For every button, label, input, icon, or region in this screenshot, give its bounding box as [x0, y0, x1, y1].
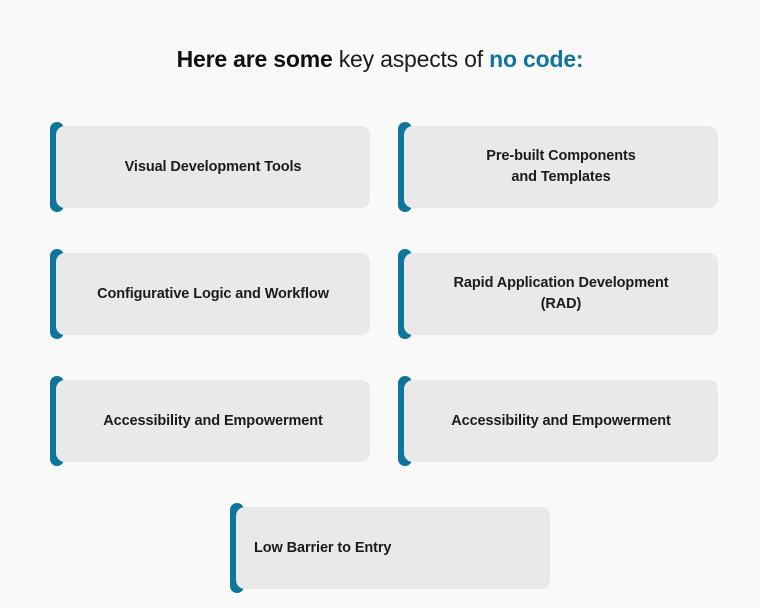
aspect-card-label: Accessibility and Empowerment	[451, 412, 671, 429]
card-row-2: Configurative Logic and Workflow Rapid A…	[0, 249, 760, 339]
aspect-card-body[interactable]: Accessibility and Empowerment	[404, 380, 718, 462]
aspect-card-label: Pre-built Components and Templates	[486, 148, 636, 185]
card-row-3: Accessibility and Empowerment Accessibil…	[0, 376, 760, 466]
card-row-1: Visual Development Tools Pre-built Compo…	[0, 122, 760, 212]
page-title-regular-segment: key aspects of	[338, 46, 490, 72]
aspect-card-body[interactable]: Pre-built Components and Templates	[404, 126, 718, 208]
aspect-card-grid: Visual Development Tools Pre-built Compo…	[0, 122, 760, 593]
aspect-card-label: Rapid Application Development (RAD)	[453, 275, 669, 312]
aspect-card-label: Accessibility and Empowerment	[103, 412, 323, 429]
aspect-card-low-barrier-to-entry[interactable]: Low Barrier to Entry	[230, 503, 550, 593]
page-title-accent-segment: no code:	[489, 46, 584, 72]
aspect-card-label: Visual Development Tools	[124, 158, 302, 175]
aspect-card-body[interactable]: Visual Development Tools	[56, 126, 370, 208]
aspect-card-accessibility-and-empowerment-right[interactable]: Accessibility and Empowerment	[398, 376, 718, 466]
aspect-card-body[interactable]: Configurative Logic and Workflow	[56, 253, 370, 335]
card-row-4: Low Barrier to Entry	[0, 503, 760, 593]
aspect-card-rapid-application-development-rad[interactable]: Rapid Application Development (RAD)	[398, 249, 718, 339]
aspect-card-body[interactable]: Low Barrier to Entry	[236, 507, 550, 589]
aspect-card-label: Low Barrier to Entry	[254, 539, 392, 556]
page-title: Here are some key aspects of no code:	[0, 44, 760, 74]
aspect-card-body[interactable]: Accessibility and Empowerment	[56, 380, 370, 462]
aspect-card-configurative-logic-and-workflow[interactable]: Configurative Logic and Workflow	[50, 249, 370, 339]
aspect-card-visual-development-tools[interactable]: Visual Development Tools	[50, 122, 370, 212]
page-title-bold-segment: Here are some	[176, 46, 339, 72]
aspect-card-pre-built-components-and-templates[interactable]: Pre-built Components and Templates	[398, 122, 718, 212]
aspect-card-body[interactable]: Rapid Application Development (RAD)	[404, 253, 718, 335]
aspect-card-accessibility-and-empowerment-left[interactable]: Accessibility and Empowerment	[50, 376, 370, 466]
aspect-card-label: Configurative Logic and Workflow	[97, 285, 329, 302]
